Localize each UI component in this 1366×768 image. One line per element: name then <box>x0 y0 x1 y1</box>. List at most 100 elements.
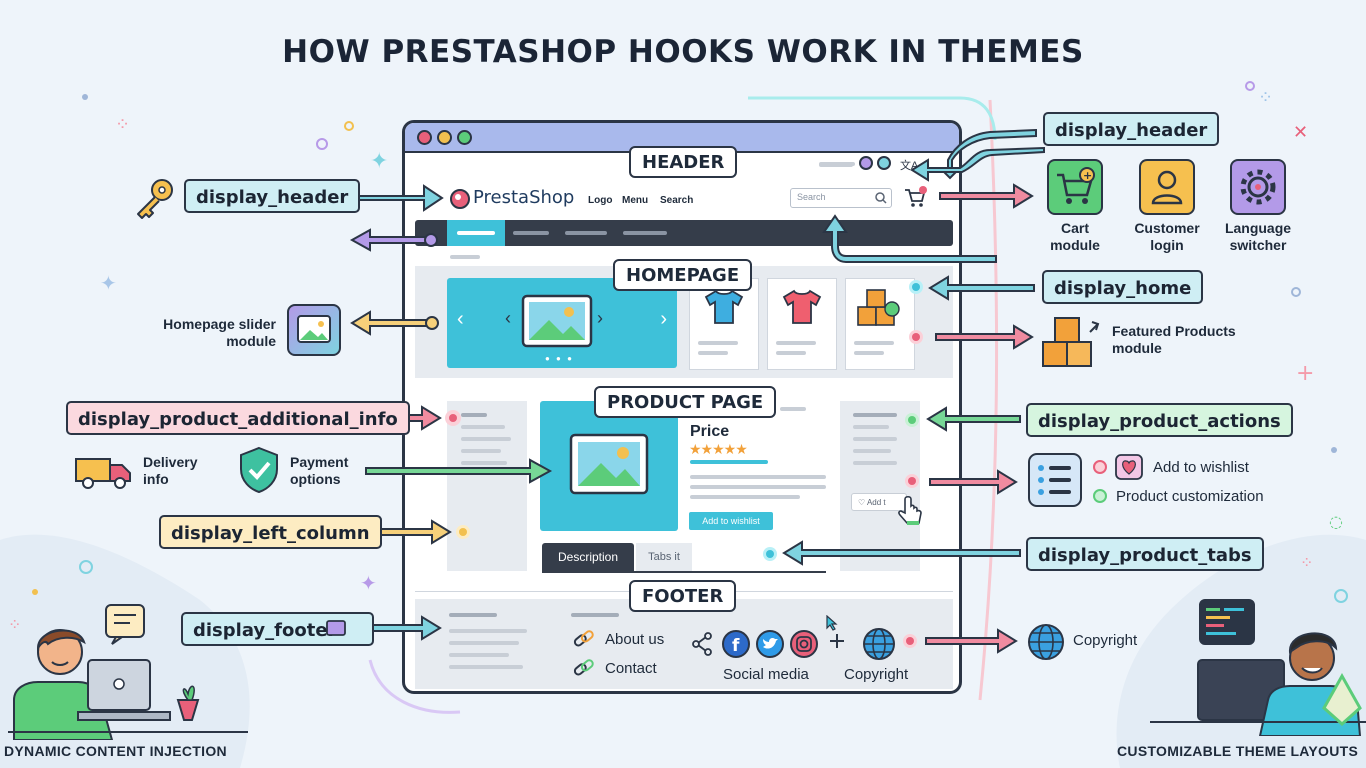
col-line <box>461 413 487 417</box>
footer-line <box>449 613 497 617</box>
payment-options-label: Payment options <box>290 454 349 487</box>
left-column <box>447 401 527 571</box>
cart-module-icon: + <box>1047 159 1103 215</box>
nav-item-line <box>513 231 549 235</box>
facebook-icon[interactable]: f <box>721 629 751 659</box>
add-to-wishlist-button[interactable]: Add to wishlist <box>689 512 773 530</box>
col-line <box>461 461 507 465</box>
wishlist-module-label: Add to wishlist <box>1153 459 1249 476</box>
nav-item-line <box>623 231 667 235</box>
tab-secondary[interactable]: Tabs it <box>636 543 692 571</box>
svg-text:◌: ◌ <box>1329 512 1343 531</box>
section-footer-label: FOOTER <box>629 580 737 612</box>
homepage-slider[interactable]: ‹ › ‹ › ● ● ● <box>447 278 677 368</box>
section-homepage-label: HOMEPAGE <box>613 259 753 291</box>
product-card[interactable] <box>845 278 915 370</box>
developer-right-illustration <box>1150 599 1366 736</box>
svg-text:+: + <box>1296 361 1314 386</box>
featured-boxes-icon <box>1042 317 1100 367</box>
laptop-small-icon <box>326 620 346 636</box>
card-line <box>776 351 806 355</box>
copyright-globe-icon <box>1028 624 1064 660</box>
hook-display-footer[interactable]: display_footer <box>181 612 375 646</box>
red-shirt-icon <box>782 289 822 324</box>
hook-display-product-additional-info[interactable]: display_product_additional_info <box>66 401 410 435</box>
store-cart-icon[interactable] <box>903 185 929 209</box>
heart-small-icon: ♡ <box>858 498 867 507</box>
sub-line <box>450 255 480 259</box>
store-logo[interactable]: PrestaShop <box>473 187 575 208</box>
tab-description[interactable]: Description <box>542 543 634 571</box>
price-underline <box>690 460 768 464</box>
tabs-underline <box>542 571 826 573</box>
window-max-dot <box>457 130 472 145</box>
shield-check-icon <box>240 446 278 494</box>
slider-image-icon <box>521 294 593 348</box>
nav-menu[interactable]: Menu <box>622 195 649 206</box>
caption-left: DYNAMIC CONTENT INJECTION <box>4 743 227 759</box>
featured-products-label: Featured Products module <box>1112 323 1236 356</box>
nav-logo[interactable]: Logo <box>588 195 613 206</box>
svg-text:✦: ✦ <box>100 271 117 295</box>
delivery-info-label: Delivery info <box>143 454 198 487</box>
store-search-input[interactable]: Search <box>790 188 892 208</box>
window-min-dot <box>437 130 452 145</box>
prestashop-logo-icon <box>450 189 470 209</box>
col-line <box>853 425 889 429</box>
svg-text:⁘: ⁘ <box>115 114 130 135</box>
language-switcher-icon <box>1230 159 1286 215</box>
slider-dots: ● ● ● <box>545 354 574 363</box>
product-image[interactable] <box>540 401 678 531</box>
product-price: Price <box>690 423 730 440</box>
desc-line <box>690 475 826 479</box>
product-card[interactable] <box>689 278 759 370</box>
card-line <box>854 341 894 345</box>
section-product-page-label: PRODUCT PAGE <box>594 386 777 418</box>
hook-display-home[interactable]: display_home <box>1042 270 1204 304</box>
developer-left-illustration <box>8 604 248 740</box>
slider-next-icon[interactable]: › <box>660 308 667 330</box>
footer-line <box>449 653 509 657</box>
hook-display-left-column[interactable]: display_left_column <box>159 515 382 549</box>
footer-line <box>449 665 523 669</box>
col-line <box>461 425 505 429</box>
desc-line <box>690 495 800 499</box>
col-line <box>853 437 897 441</box>
col-line <box>461 449 501 453</box>
svg-text:f: f <box>732 636 740 656</box>
hook-display-product-tabs[interactable]: display_product_tabs <box>1026 537 1264 571</box>
footer-line <box>449 641 519 645</box>
hook-display-header-right[interactable]: display_header <box>1043 112 1220 146</box>
footer-about-link[interactable]: About us <box>605 631 665 648</box>
globe-icon <box>863 628 895 660</box>
customization-dot <box>1093 489 1107 503</box>
search-placeholder: Search <box>797 192 826 202</box>
card-line <box>776 341 816 345</box>
twitter-icon[interactable] <box>755 629 785 659</box>
footer-copyright-label: Copyright <box>844 666 909 683</box>
hook-display-product-actions[interactable]: display_product_actions <box>1026 403 1293 437</box>
instagram-icon[interactable] <box>789 629 819 659</box>
svg-text:✦: ✦ <box>370 149 388 174</box>
add-to-label: Add t <box>866 498 886 507</box>
footer-contact-link[interactable]: Contact <box>605 660 657 677</box>
cart-module-label: Cart module <box>1050 220 1100 253</box>
link-icon <box>573 630 594 647</box>
footer-line <box>449 629 527 633</box>
product-card[interactable] <box>767 278 837 370</box>
window-close-dot <box>417 130 432 145</box>
hook-display-header-left[interactable]: display_header <box>184 179 361 213</box>
truck-icon <box>75 458 131 489</box>
desc-line <box>690 485 826 489</box>
nav-search[interactable]: Search <box>660 195 694 206</box>
plus-icon <box>830 634 844 648</box>
svg-text:⁘: ⁘ <box>1258 87 1273 108</box>
slider-prev-icon[interactable]: ‹ <box>457 308 464 330</box>
copyright-module-label: Copyright <box>1073 632 1138 649</box>
link-icon <box>573 659 594 676</box>
footer-social-label: Social media <box>723 666 809 683</box>
key-icon <box>137 179 173 219</box>
heart-icon <box>1115 454 1143 480</box>
col-line <box>853 449 891 453</box>
section-header-label: HEADER <box>629 146 738 178</box>
